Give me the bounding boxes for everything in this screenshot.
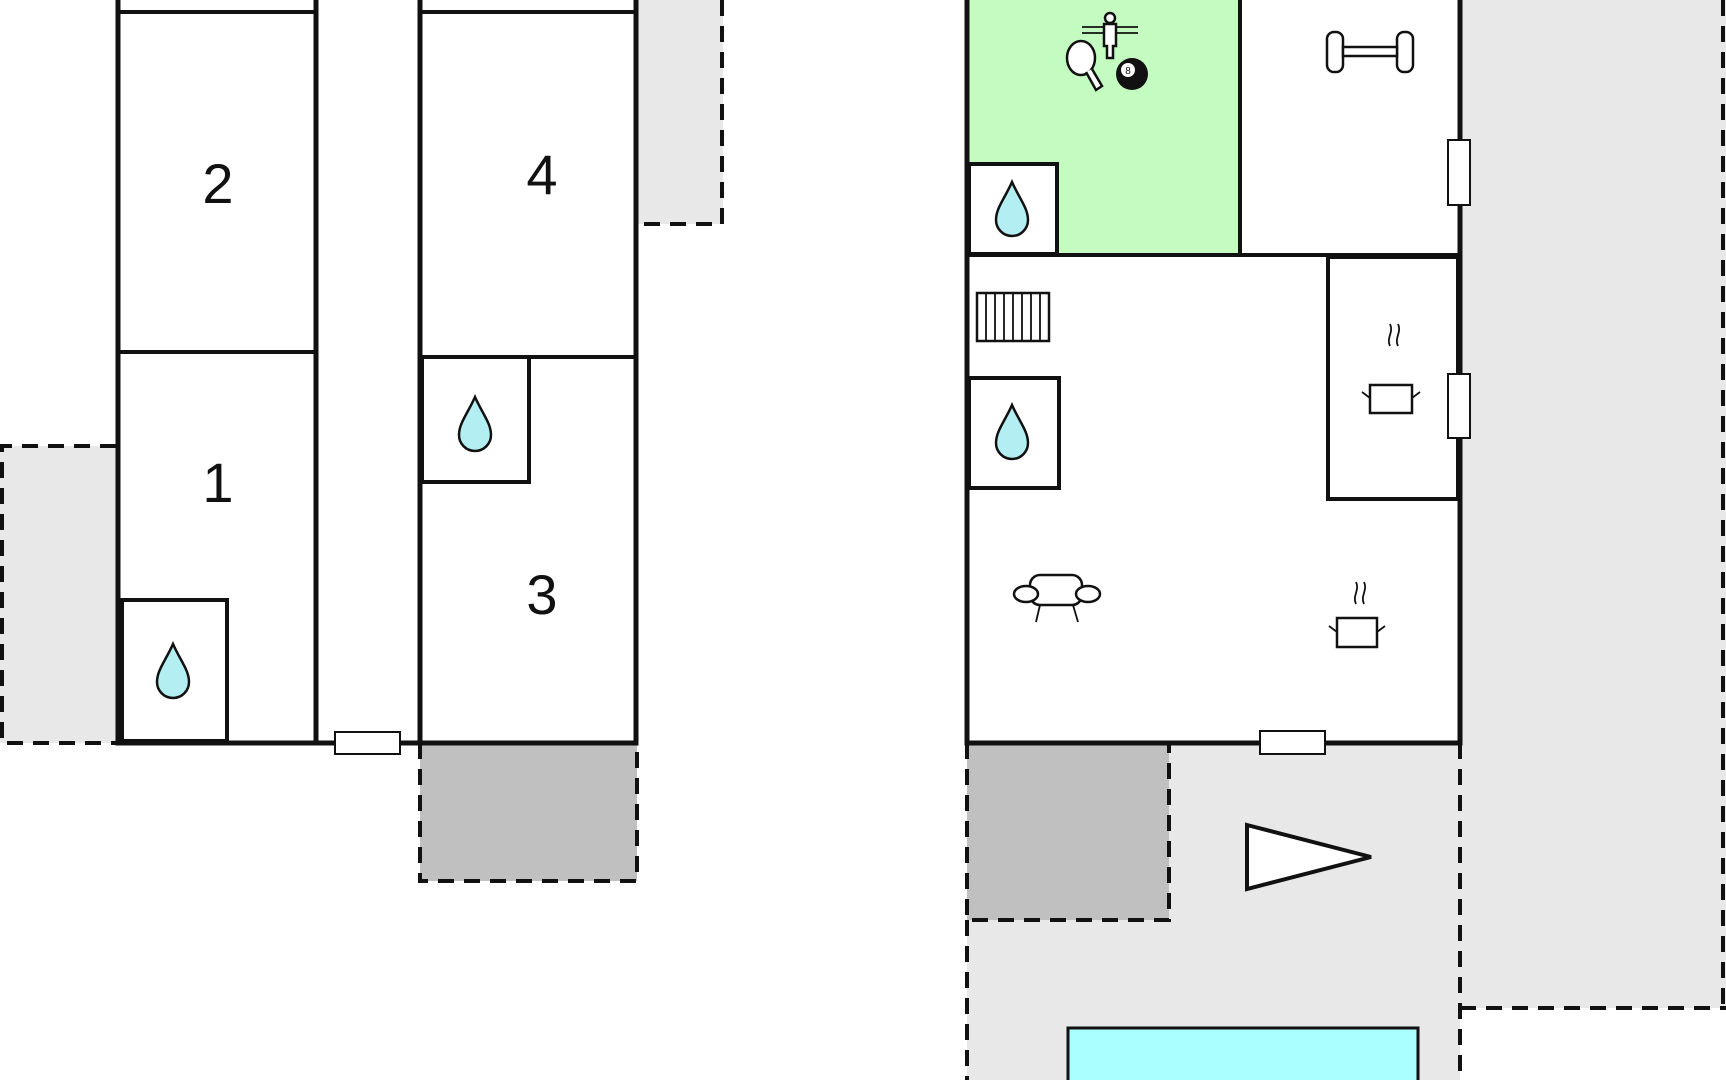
covered-terrace-left-outline: [418, 743, 639, 883]
north-arrow-icon: [1245, 822, 1372, 892]
window-icon: [1447, 139, 1471, 206]
room-2-label: 2: [202, 152, 233, 215]
terrace-top-outline: [635, 0, 724, 226]
covered-terrace-right-outline: [965, 743, 1171, 922]
covered-terrace-left: [420, 743, 637, 881]
stairs-icon: [975, 291, 1051, 343]
terrace-top: [635, 0, 723, 224]
kitchen-room: [1326, 255, 1460, 501]
dumbbell-icon: [1325, 30, 1415, 74]
room-4-label: 4: [526, 143, 557, 206]
water-drop-icon: [994, 401, 1030, 461]
foosball-icon: [1082, 11, 1138, 60]
water-drop-icon: [457, 393, 493, 453]
window-icon: [1259, 730, 1326, 755]
terrace-right: [1460, 0, 1726, 1008]
table-tennis-icon: [1065, 39, 1104, 92]
terrace-left-outline: [0, 444, 116, 745]
billiard-ball-icon: 8: [1116, 58, 1148, 90]
water-drop-icon: [155, 640, 191, 700]
billiard-ball-number: 8: [1125, 66, 1131, 77]
room-3-label: 3: [526, 563, 557, 626]
water-drop-icon: [994, 178, 1030, 238]
cooking-pot-icon: [1328, 581, 1386, 649]
covered-terrace-right: [967, 743, 1169, 920]
terrace-left: [0, 446, 116, 743]
room-1-label: 1: [202, 451, 233, 514]
cooking-pot-icon: [1361, 323, 1421, 415]
sofa-icon: [1012, 573, 1102, 623]
window-icon: [334, 731, 401, 755]
swimming-pool: [1066, 1026, 1420, 1080]
window-icon: [1447, 373, 1471, 439]
